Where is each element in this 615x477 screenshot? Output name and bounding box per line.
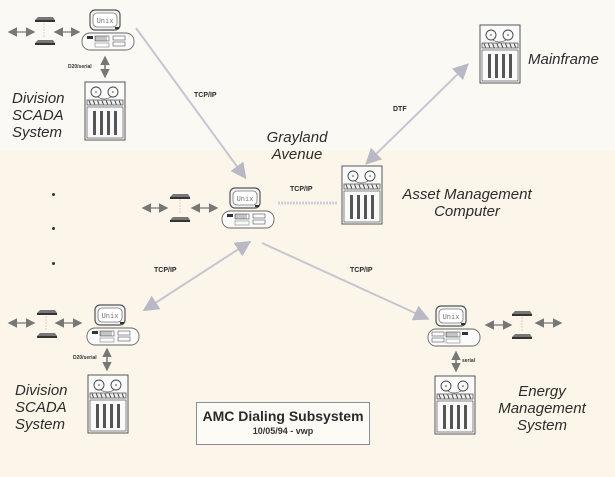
ellipsis-dot xyxy=(45,322,47,324)
ellipsis-dot xyxy=(521,326,523,328)
modem-icon xyxy=(170,194,190,199)
screen-text: Unix xyxy=(102,312,119,320)
ellipsis-dot xyxy=(179,211,181,213)
label-line: Asset Management xyxy=(402,186,532,203)
modem-icon xyxy=(170,217,190,222)
screen-text: Unix xyxy=(97,17,114,25)
ellipsis-dot xyxy=(521,323,523,325)
mainframe-label: Mainframe xyxy=(528,51,599,68)
unix-workstation-icon: Unix xyxy=(86,304,140,346)
label-line: Energy xyxy=(518,383,566,400)
mainframe-cabinet-icon xyxy=(479,24,521,84)
unix-workstation-icon: Unix xyxy=(221,187,275,229)
division-bottom-label: Division SCADA System xyxy=(15,382,68,433)
label-line: SCADA xyxy=(12,106,64,124)
label-line: Computer xyxy=(434,202,500,220)
link-mainframe-to-asset xyxy=(365,63,469,165)
label-line: Division xyxy=(12,90,65,107)
energy-label: Energy Management System xyxy=(492,383,592,434)
ellipsis-dot xyxy=(52,262,55,265)
ellipsis-dot xyxy=(52,193,55,196)
screen-text: Unix xyxy=(237,195,254,203)
ellipsis-dot xyxy=(43,32,45,34)
ellipsis-dot xyxy=(179,199,181,201)
link-top-to-grayland xyxy=(135,27,247,180)
energy-link-label: serial xyxy=(462,358,476,364)
ellipsis-dot xyxy=(45,316,47,318)
ellipsis-dot xyxy=(45,328,47,330)
ellipsis-dot xyxy=(521,320,523,322)
link-grayland-to-bottom xyxy=(142,240,252,312)
mainframe-cabinet-icon xyxy=(341,165,383,225)
edge-label-grayland-asset: TCP/IP xyxy=(290,186,313,193)
unix-workstation-icon: Unix xyxy=(427,305,481,347)
ellipsis-dot xyxy=(45,325,47,327)
screen-text: Unix xyxy=(443,313,460,321)
edge-label-grayland-bottom: TCP/IP xyxy=(154,267,177,274)
link-grayland-to-energy xyxy=(261,242,430,321)
modem-icon xyxy=(512,311,532,316)
grayland-label: Grayland Avenue xyxy=(252,129,342,164)
label-line: Management xyxy=(498,399,586,417)
division-top-label: Division SCADA System xyxy=(12,90,65,141)
diagram-title: AMC Dialing Subsystem xyxy=(202,408,364,424)
label-line: Division xyxy=(15,382,68,399)
ellipsis-dot xyxy=(43,35,45,37)
label-line: System xyxy=(516,416,567,434)
title-box: AMC Dialing Subsystem 10/05/94 - vwp xyxy=(196,402,370,445)
ellipsis-dot xyxy=(52,227,55,230)
ellipsis-dot xyxy=(43,29,45,31)
modem-icon xyxy=(37,333,57,338)
ellipsis-dot xyxy=(43,23,45,25)
label-line: System xyxy=(12,123,63,141)
label-line: Grayland xyxy=(266,129,328,146)
modem-icon xyxy=(35,17,55,22)
ellipsis-dot xyxy=(45,319,47,321)
ellipsis-dot xyxy=(43,26,45,28)
ellipsis-dot xyxy=(179,208,181,210)
modem-icon xyxy=(512,334,532,339)
ellipsis-dot xyxy=(179,205,181,207)
mainframe-cabinet-icon xyxy=(434,375,476,435)
mainframe-cabinet-icon xyxy=(84,81,126,141)
mainframe-cabinet-icon xyxy=(87,374,129,434)
edge-label-mainframe-asset: DTF xyxy=(393,106,407,113)
asset-label: Asset Management Computer xyxy=(392,186,542,221)
ellipsis-dot xyxy=(521,317,523,319)
ellipsis-dot xyxy=(521,329,523,331)
ellipsis-dot xyxy=(179,202,181,204)
diagram-subtitle: 10/05/94 - vwp xyxy=(252,426,314,436)
label-line: System xyxy=(15,415,66,433)
modem-icon xyxy=(37,310,57,315)
unix-workstation-icon: Unix xyxy=(81,9,135,51)
edge-label-grayland-energy: TCP/IP xyxy=(350,267,373,274)
division-top-link-label: D20/serial xyxy=(68,64,92,70)
modem-icon xyxy=(35,40,55,45)
edge-label-top-grayland: TCP/IP xyxy=(194,92,217,99)
label-line: Avenue xyxy=(271,145,323,163)
division-bottom-link-label: D20/serial xyxy=(73,355,97,361)
label-line: SCADA xyxy=(15,398,67,416)
